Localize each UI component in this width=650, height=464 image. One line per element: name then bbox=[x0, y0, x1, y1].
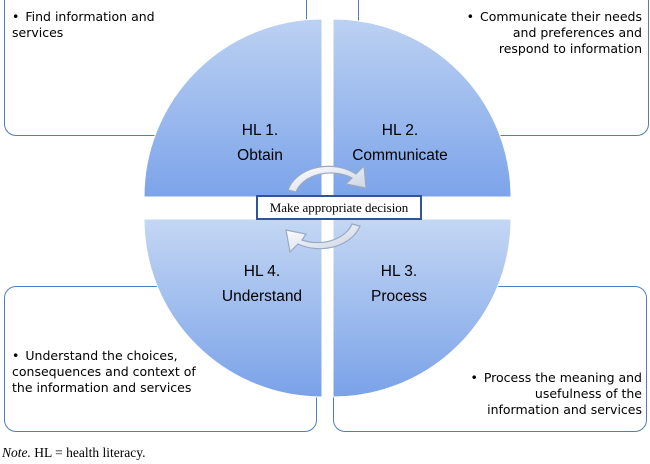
quadrant-name-hl2: Communicate bbox=[352, 147, 448, 164]
quadrant-id-hl2: HL 2. bbox=[381, 122, 419, 139]
cycle-arrows-icon bbox=[285, 164, 367, 254]
quadrant-id-hl3: HL 3. bbox=[380, 263, 418, 280]
callout-text-top-left: •Find information and services bbox=[12, 9, 155, 40]
callout-text-bottom-right: •Process the meaning and usefulness of t… bbox=[470, 370, 642, 417]
bullet-icon: • bbox=[470, 370, 478, 385]
quadrant-label-hl1: HL 1. Obtain bbox=[195, 118, 325, 168]
quadrant-label-hl4: HL 4. Understand bbox=[197, 259, 327, 309]
quadrant-label-hl2: HL 2. Communicate bbox=[335, 118, 465, 168]
quadrant-hl1 bbox=[143, 18, 323, 198]
figure-note: Note. HL = health literacy. bbox=[2, 445, 145, 461]
quadrant-label-hl3: HL 3. Process bbox=[334, 259, 464, 309]
quadrant-id-hl1: HL 1. bbox=[241, 122, 279, 139]
callout-text-bottom-left: •Understand the choices, consequences an… bbox=[12, 348, 196, 395]
quadrant-hl2 bbox=[332, 18, 512, 198]
quadrant-name-hl1: Obtain bbox=[237, 147, 283, 164]
bullet-icon: • bbox=[12, 348, 20, 363]
quadrant-id-hl4: HL 4. bbox=[243, 263, 281, 280]
quadrant-name-hl4: Understand bbox=[221, 288, 303, 305]
note-prefix: Note. bbox=[2, 445, 31, 460]
center-decision-box: Make appropriate decision bbox=[256, 195, 422, 220]
quadrant-name-hl3: Process bbox=[371, 288, 427, 305]
quadrant-hl3 bbox=[332, 218, 512, 398]
quadrant-hl4 bbox=[143, 218, 323, 398]
bullet-icon: • bbox=[466, 9, 474, 24]
note-text: HL = health literacy. bbox=[30, 445, 146, 460]
circle-quadrants bbox=[143, 18, 512, 398]
callout-text-top-right: •Communicate their needs and preferences… bbox=[466, 9, 642, 56]
bullet-icon: • bbox=[12, 9, 20, 24]
